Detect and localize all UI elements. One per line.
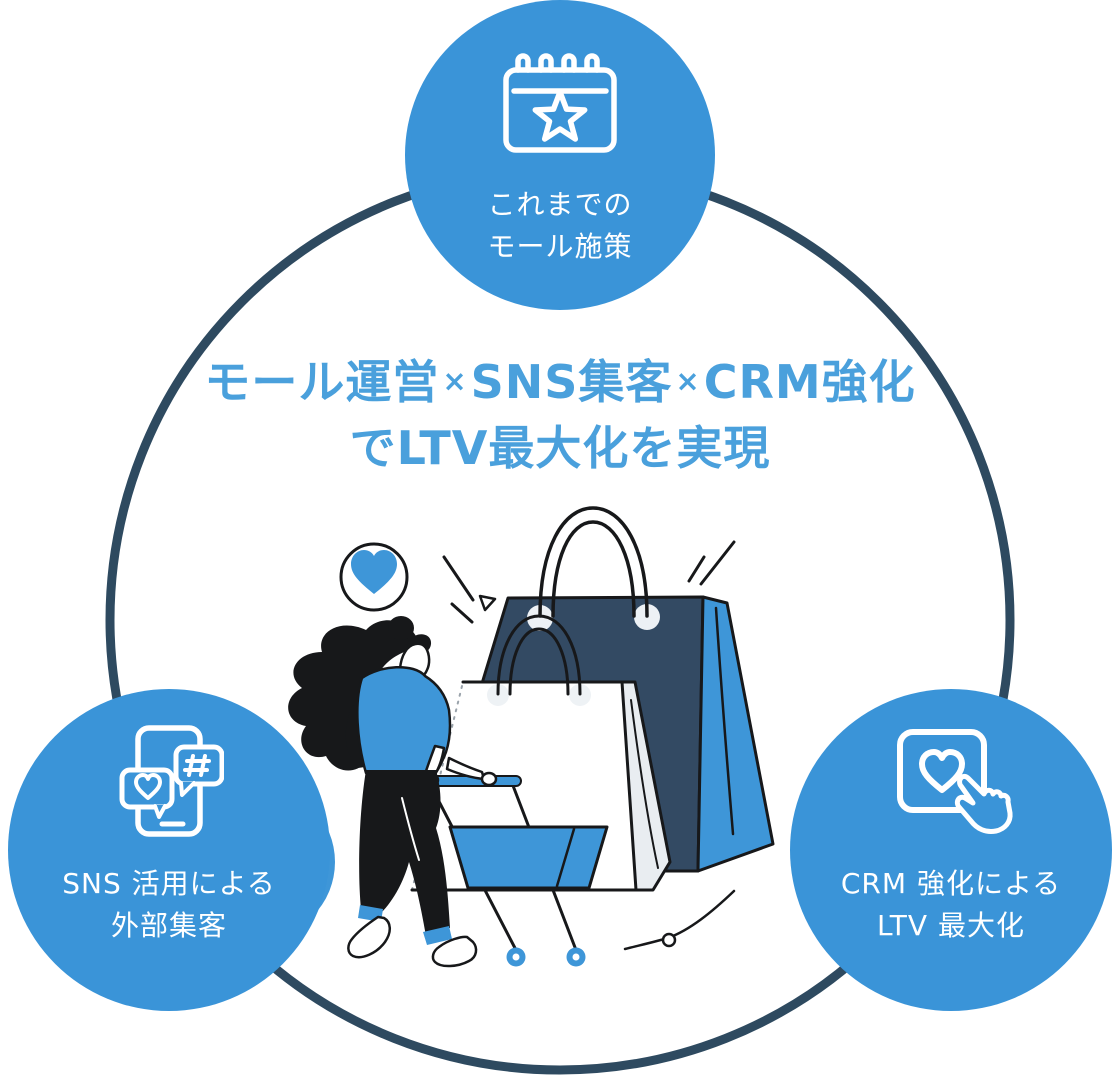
times-symbol: × <box>442 364 468 398</box>
node-label: CRM 強化による LTV 最大化 <box>790 863 1112 947</box>
node-label-line1: CRM 強化による <box>840 867 1062 900</box>
headline-line1: モール運営×SNS集客×CRM強化 <box>0 348 1120 415</box>
woman-shopper <box>288 616 498 968</box>
headline: モール運営×SNS集客×CRM強化 でLTV最大化を実現 <box>0 348 1120 481</box>
node-label-line1: SNS 活用による <box>62 867 276 900</box>
headline-segment-sns: SNS集客 <box>470 355 673 409</box>
times-symbol: × <box>675 364 701 398</box>
calendar-star-icon <box>503 53 617 153</box>
shopping-cart <box>420 775 609 967</box>
sparkle-lines <box>442 540 736 624</box>
node-crm-ltv: CRM 強化による LTV 最大化 <box>790 689 1112 1011</box>
node-label-line2: モール施策 <box>487 230 633 263</box>
node-label-line2: 外部集客 <box>110 909 227 942</box>
tap-heart-icon <box>897 729 1013 834</box>
node-label-line2: LTV 最大化 <box>877 909 1025 942</box>
headline-segment-crm: CRM強化 <box>703 355 916 409</box>
node-label-line1: これまでの <box>487 188 633 221</box>
ground-swoosh <box>623 889 736 951</box>
node-mall-measures: これまでの モール施策 <box>405 0 715 310</box>
node-sns-acquisition: SNS 活用による 外部集客 <box>8 689 330 1011</box>
node-label: これまでの モール施策 <box>405 184 715 268</box>
headline-segment-mall: モール運営 <box>204 355 440 409</box>
smartphone-sns-icon <box>119 725 224 837</box>
headline-line2: でLTV最大化を実現 <box>349 421 771 475</box>
node-label: SNS 活用による 外部集客 <box>8 863 330 947</box>
heart-badge-icon <box>339 542 409 612</box>
